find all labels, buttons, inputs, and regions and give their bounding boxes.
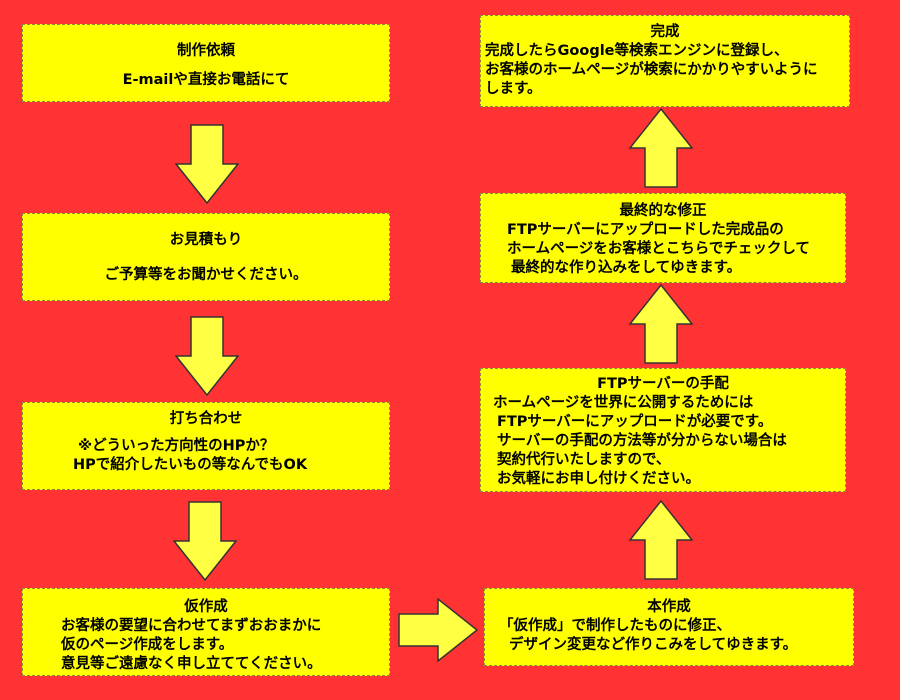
- step-text: 完成したらGoogle等検索エンジンに登録し、: [485, 43, 789, 59]
- step-text: 仮のページ作成をします。: [61, 637, 234, 653]
- step-text: サーバーの手配の方法等が分からない場合は: [497, 433, 787, 449]
- step-box-draft: 仮作成 お客様の要望に合わせてまずおおまかに 仮のページ作成をします。 意見等ご…: [22, 588, 390, 676]
- step-title: 制作依頼: [177, 43, 235, 59]
- step-text: FTPサーバーにアップロードが必要です。: [497, 414, 773, 430]
- step-title: 完成: [650, 24, 680, 40]
- step-title: 最終的な修正: [619, 203, 707, 219]
- arrow-up-icon: [629, 500, 693, 580]
- step-text: お気軽にお申し付けください。: [497, 471, 700, 487]
- step-text: FTPサーバーにアップロードした完成品の: [507, 222, 784, 238]
- step-text: お客様のホームページが検索にかかりやすいように: [485, 62, 818, 78]
- step-text: します。: [485, 81, 542, 97]
- arrow-down-icon: [173, 501, 237, 581]
- step-title: 本作成: [647, 599, 691, 615]
- arrow-right-icon: [398, 598, 478, 662]
- step-title: 打ち合わせ: [169, 411, 243, 427]
- step-text: 契約代行いたしますので、: [497, 452, 671, 468]
- step-text: 意見等ご遠慮なく申し立ててください。: [61, 656, 322, 672]
- step-text: ※どういった方向性のHPか？: [78, 438, 275, 454]
- step-text: お客様の要望に合わせてまずおおまかに: [61, 618, 322, 634]
- step-title: お見積もり: [169, 232, 243, 248]
- arrow-down-icon: [175, 316, 239, 396]
- step-box-meeting: 打ち合わせ ※どういった方向性のHPか？ HPで紹介したいもの等なんでもOK: [22, 402, 390, 490]
- step-box-estimate: お見積もり ご予算等をお聞かせください。: [22, 213, 390, 301]
- arrow-down-icon: [175, 124, 239, 204]
- step-title: 仮作成: [184, 599, 228, 615]
- step-title: FTPサーバーの手配: [597, 376, 729, 392]
- step-text: 「仮作成」で制作したものに修正、: [499, 618, 731, 634]
- step-box-ftp-server: FTPサーバーの手配 ホームページを世界に公開するためには FTPサーバーにアッ…: [480, 368, 846, 492]
- step-text: ご予算等をお聞かせください。: [104, 267, 308, 283]
- arrow-up-icon: [629, 108, 693, 188]
- step-text: 最終的な作り込みをしてゆきます。: [511, 260, 742, 276]
- step-box-complete: 完成 完成したらGoogle等検索エンジンに登録し、 お客様のホームページが検索…: [480, 15, 850, 107]
- step-box-main-production: 本作成 「仮作成」で制作したものに修正、 デザイン変更など作りこみをしてゆきます…: [484, 588, 854, 666]
- step-text: ホームページを世界に公開するためには: [493, 395, 754, 411]
- step-box-request: 制作依頼 E-mailや直接お電話にて: [22, 24, 390, 102]
- step-text: ホームページをお客様とこちらでチェックして: [507, 241, 810, 257]
- arrow-up-icon: [629, 284, 693, 364]
- step-box-final-fix: 最終的な修正 FTPサーバーにアップロードした完成品の ホームページをお客様とこ…: [480, 193, 846, 283]
- step-text: デザイン変更など作りこみをしてゆきます。: [509, 637, 798, 653]
- step-text: HPで紹介したいもの等なんでもOK: [73, 457, 308, 473]
- step-text: E-mailや直接お電話にて: [122, 72, 290, 88]
